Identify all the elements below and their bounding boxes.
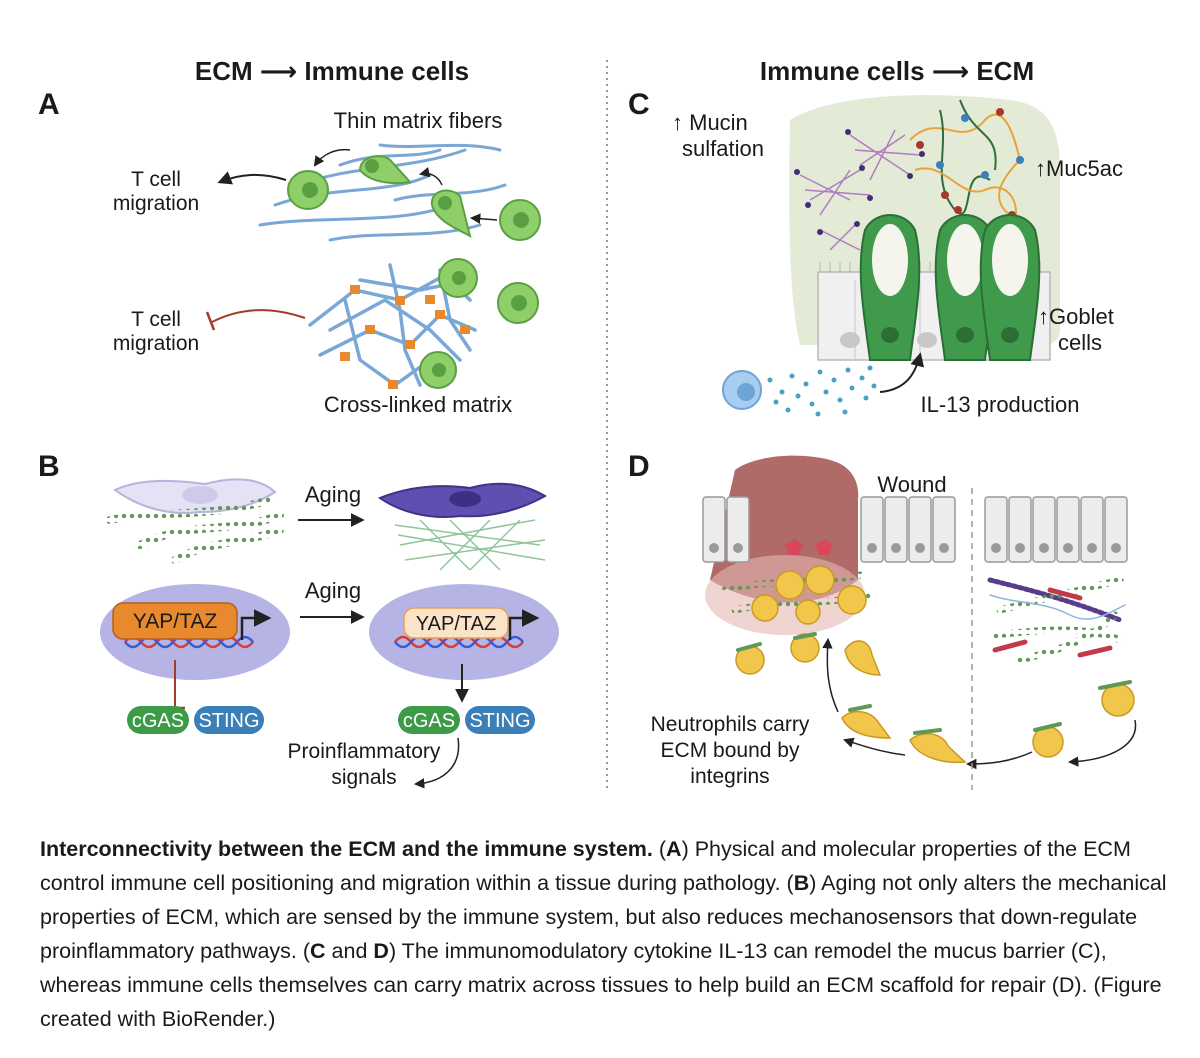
- caption-text: ) Physical and molecular properties of t…: [40, 837, 1131, 895]
- epithelium-left: [702, 496, 956, 563]
- t-cell-label-2a: T cell: [131, 308, 181, 331]
- crosslinked-label: Cross-linked matrix: [324, 392, 512, 417]
- il13-label: IL-13 production: [921, 392, 1080, 417]
- ecm-immune-figure: ECM ⟶ Immune cells Immune cells ⟶ ECM A …: [38, 56, 1137, 790]
- yaptaz-reduced: [403, 607, 509, 639]
- il13-dots: [767, 365, 877, 417]
- aging-label-1: Aging: [305, 482, 361, 507]
- t-cell-label-1b: migration: [113, 192, 199, 215]
- neutrophils-migrating: [735, 633, 1135, 764]
- neutrophil-label-c: integrins: [690, 765, 769, 788]
- figure-caption: Interconnectivity between the ECM and th…: [40, 832, 1170, 1036]
- yaptaz-label-2: YAP/TAZ: [416, 613, 496, 635]
- panel-c: ↑ Mucin sulfation ↑Muc5ac: [672, 95, 1123, 417]
- cgas-pill-2: [398, 706, 460, 734]
- heading-left: ECM ⟶ Immune cells: [195, 56, 469, 86]
- migrating-t-cells: [287, 155, 541, 241]
- caption-text: (: [652, 837, 667, 861]
- proinflam-label-a: Proinflammatory: [288, 740, 441, 763]
- sulfated-mucins: [799, 129, 921, 251]
- mucin-label-b: sulfation: [682, 136, 764, 161]
- migration-arrow: [217, 171, 287, 185]
- caption-text: ) Aging not only alters the mechanical p…: [40, 871, 1167, 963]
- aged-ecm-fibers: [394, 519, 546, 571]
- panel-label-b: B: [38, 450, 60, 483]
- goblet-label-b: cells: [1058, 330, 1102, 355]
- muc5ac-label: ↑Muc5ac: [1035, 156, 1123, 181]
- panel-label-c: C: [628, 88, 650, 121]
- il13-arrow: [879, 352, 925, 393]
- caption-ref-a: A: [666, 837, 682, 861]
- sting-pill-1: [194, 706, 264, 734]
- cgas-label-2: cGAS: [403, 710, 455, 732]
- yaptaz-label-1: YAP/TAZ: [133, 610, 218, 633]
- young-ecm-fibers: [106, 496, 284, 564]
- wound-label: Wound: [877, 472, 946, 497]
- panel-a: Thin matrix fibers: [113, 108, 541, 417]
- yaptaz-active: [112, 602, 238, 640]
- panel-d: Wound: [651, 455, 1137, 790]
- proinflam-label-b: signals: [331, 766, 396, 789]
- caption-title: Interconnectivity between the ECM and th…: [40, 837, 653, 861]
- mucin-label-a: ↑ Mucin: [672, 110, 748, 135]
- goblet-label-a: ↑Goblet: [1038, 304, 1114, 329]
- neutrophil-label-a: Neutrophils carry: [651, 713, 810, 736]
- panel-label-d: D: [628, 450, 650, 483]
- t-cell-label-2b: migration: [113, 332, 199, 355]
- sting-label-2: STING: [469, 710, 530, 732]
- thin-fibers-label: Thin matrix fibers: [334, 108, 503, 133]
- aging-label-2: Aging: [305, 578, 361, 603]
- proinflammatory-arrow: [413, 737, 460, 789]
- sting-pill-2: [465, 706, 535, 734]
- caption-text: and: [325, 939, 374, 963]
- t-cell-label-1a: T cell: [131, 168, 181, 191]
- sting-label-1: STING: [198, 710, 259, 732]
- panel-label-a: A: [38, 88, 60, 121]
- caption-ref-b: B: [793, 871, 810, 895]
- panel-b: Aging YAP/TAZ YAP/TAZ: [100, 478, 559, 789]
- epithelium-right: [984, 496, 1128, 563]
- healthy-ecm: [987, 576, 1126, 664]
- caption-ref-c: C: [310, 939, 326, 963]
- goblet-cells: [859, 214, 1041, 361]
- neutrophil-path-arrow: [1067, 719, 1137, 767]
- cgas-pill-1: [127, 706, 189, 734]
- caption-text: ) The immunomodulatory cytokine IL-13 ca…: [40, 939, 1162, 1031]
- heading-right: Immune cells ⟶ ECM: [760, 56, 1034, 86]
- neutrophil-label-b: ECM bound by: [661, 739, 800, 762]
- caption-ref-d: D: [373, 939, 389, 963]
- cgas-label-1: cGAS: [132, 710, 184, 732]
- inhibition-line: [211, 309, 306, 323]
- t-cell-elongated: [430, 189, 472, 238]
- neutrophils-wound: [751, 565, 867, 625]
